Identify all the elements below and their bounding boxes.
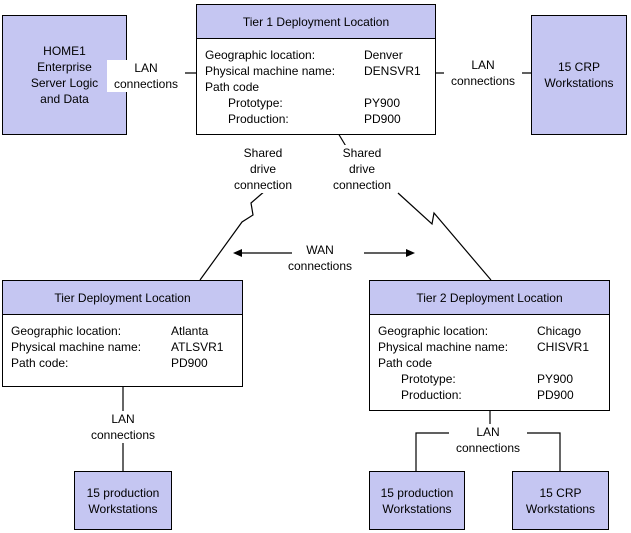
chicago-row-production: Production: PD900 (401, 388, 574, 402)
tier1-row-prototype: Prototype: PY900 (228, 96, 401, 110)
chicago-row-geo: Geographic location: Chicago (378, 324, 582, 338)
shared-drive-line-left-lower (199, 189, 267, 281)
chicago-production-workstations-box: 15 production Workstations (369, 471, 465, 530)
atlanta-row-geo: Geographic location: Atlanta (11, 324, 209, 338)
atlanta-title: Tier Deployment Location (3, 281, 242, 315)
tier1-row-pathcode: Path code (205, 80, 260, 94)
chicago-row-prototype: Prototype: PY900 (401, 372, 574, 386)
chicago-crp-workstations-box: 15 CRP Workstations (512, 471, 609, 530)
lan-label-right: LAN connections (444, 57, 522, 89)
atlanta-row-pathcode: Path code: PD900 (11, 356, 208, 370)
lan-label-chicago: LAN connections (449, 424, 527, 456)
chicago-deployment-panel: Tier 2 Deployment Location Geographic lo… (369, 280, 610, 411)
wan-label: WAN connections (287, 243, 353, 273)
lan-label-atlanta: LAN connections (84, 411, 162, 443)
home1-server-box: HOME1 Enterprise Server Logic and Data (2, 15, 127, 135)
wan-arrowhead-right (406, 249, 415, 257)
crp-workstations-top-box: 15 CRP Workstations (531, 15, 627, 135)
atlanta-row-machine: Physical machine name: ATLSVR1 (11, 340, 224, 354)
tier1-title: Tier 1 Deployment Location (197, 5, 435, 39)
chicago-title: Tier 2 Deployment Location (370, 281, 609, 315)
shared-drive-line-right-lower (397, 192, 492, 281)
wan-arrowhead-left (233, 249, 242, 257)
tier1-row-production: Production: PD900 (228, 112, 401, 126)
chicago-row-machine: Physical machine name: CHISVR1 (378, 340, 590, 354)
shared-drive-label-right: Shared drive connection (327, 145, 397, 193)
atlanta-deployment-panel: Tier Deployment Location Geographic loca… (2, 280, 243, 387)
atlanta-production-workstations-box: 15 production Workstations (74, 471, 172, 530)
chicago-row-pathcode: Path code (378, 356, 433, 370)
tier1-deployment-panel: Tier 1 Deployment Location Geographic lo… (196, 4, 436, 135)
tier1-row-geo: Geographic location: Denver (205, 48, 403, 62)
shared-drive-label-left: Shared drive connection (228, 145, 298, 193)
tier1-row-machine: Physical machine name: DENSVR1 (205, 64, 421, 78)
lan-label-left: LAN connections (107, 60, 185, 92)
